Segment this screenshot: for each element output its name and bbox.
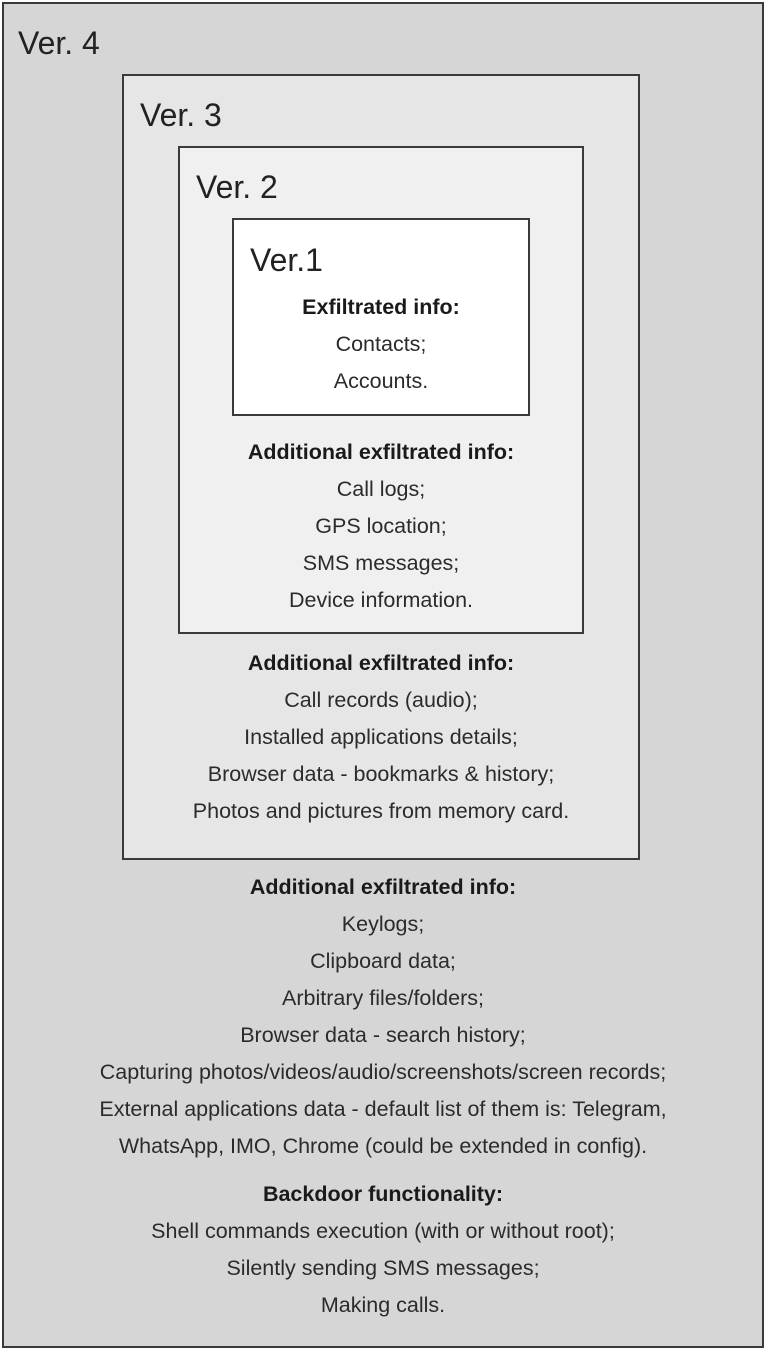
info-item: Accounts. — [333, 369, 429, 393]
version-3-title: Ver. 3 — [140, 97, 222, 133]
info-item: Browser data - bookmarks & history; — [207, 762, 555, 786]
version-1-info-header: Exfiltrated info: — [302, 295, 460, 319]
version-1-box — [232, 218, 530, 416]
info-item: Device information. — [288, 588, 474, 612]
backdoor-info: Backdoor functionality: Shell commands e… — [4, 1176, 762, 1324]
info-item: External applications data - default lis… — [99, 1097, 667, 1121]
info-item: Making calls. — [320, 1293, 446, 1317]
version-4-info: Additional exfiltrated info: Keylogs; Cl… — [4, 869, 762, 1165]
version-2-info: Additional exfiltrated info: Call logs; … — [180, 434, 582, 619]
info-item: Keylogs; — [341, 912, 425, 936]
info-item: Capturing photos/videos/audio/screenshot… — [99, 1060, 667, 1084]
info-item: Contacts; — [335, 332, 427, 356]
info-item: Installed applications details; — [244, 725, 518, 749]
version-3-info-header: Additional exfiltrated info: — [247, 651, 515, 675]
info-item: Photos and pictures from memory card. — [192, 799, 570, 823]
info-item: Silently sending SMS messages; — [226, 1256, 540, 1280]
info-item: WhatsApp, IMO, Chrome (could be extended… — [118, 1134, 648, 1158]
info-item: SMS messages; — [302, 551, 460, 575]
version-1-title: Ver.1 — [250, 242, 323, 278]
version-2-info-header: Additional exfiltrated info: — [247, 440, 515, 464]
version-4-info-header: Additional exfiltrated info: — [249, 875, 517, 899]
info-item: GPS location; — [315, 514, 447, 538]
version-2-title: Ver. 2 — [196, 169, 278, 205]
version-1-info: Exfiltrated info: Contacts; Accounts. — [234, 289, 528, 400]
info-item: Browser data - search history; — [240, 1023, 526, 1047]
info-item: Clipboard data; — [310, 949, 456, 973]
backdoor-info-header: Backdoor functionality: — [262, 1182, 504, 1206]
version-4-title: Ver. 4 — [18, 25, 100, 61]
info-item: Call records (audio); — [284, 688, 478, 712]
info-item: Call logs; — [336, 477, 426, 501]
info-item: Shell commands execution (with or withou… — [151, 1219, 615, 1243]
info-item: Arbitrary files/folders; — [282, 986, 484, 1010]
version-3-info: Additional exfiltrated info: Call record… — [124, 645, 638, 830]
